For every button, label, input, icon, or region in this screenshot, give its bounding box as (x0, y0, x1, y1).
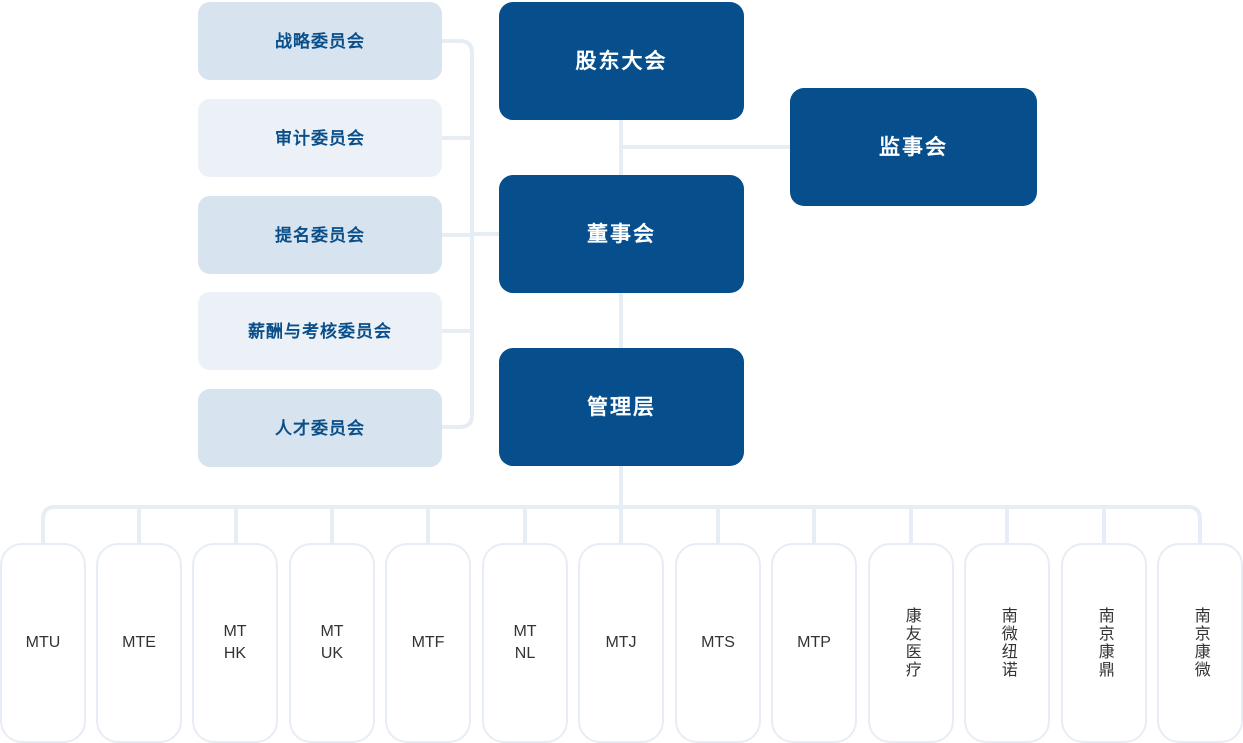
committee-label: 薪酬与考核委员会 (248, 321, 392, 341)
subsidiary-box-mtu[interactable]: MTU (0, 543, 86, 743)
subsidiary-box-mtp[interactable]: MTP (771, 543, 857, 743)
subsidiary-label: MTP (797, 634, 831, 652)
subsidiary-label: MT HK (223, 623, 247, 662)
committee-box-audit[interactable]: 审计委员会 (198, 99, 442, 177)
subsidiary-label: MTS (701, 634, 735, 652)
subsidiary-label: MTE (122, 634, 156, 652)
subsidiary-label: MTU (25, 634, 61, 652)
subsidiary-box-mts[interactable]: MTS (675, 543, 761, 743)
subsidiary-box-mte[interactable]: MTE (96, 543, 182, 743)
committee-box-compensation-appraisal[interactable]: 薪酬与考核委员会 (198, 292, 442, 370)
subsidiary-label: 康友医疗 (902, 607, 920, 679)
committee-label: 人才委员会 (275, 418, 365, 438)
gov-box-label: 董事会 (587, 222, 656, 246)
subsidiary-box-mthk[interactable]: MT HK (192, 543, 278, 743)
committee-label: 提名委员会 (275, 225, 365, 245)
gov-box-board-of-directors[interactable]: 董事会 (499, 175, 744, 293)
committee-box-nomination[interactable]: 提名委员会 (198, 196, 442, 274)
subsidiary-box-mtnl[interactable]: MT NL (482, 543, 568, 743)
committee-box-talent[interactable]: 人才委员会 (198, 389, 442, 467)
gov-box-label: 监事会 (879, 135, 948, 159)
subsidiary-box-nanjing-kangding[interactable]: 南京康鼎 (1061, 543, 1147, 743)
subsidiary-box-kangyou-medical[interactable]: 康友医疗 (868, 543, 954, 743)
subsidiary-box-nanwei-niunuo[interactable]: 南微纽诺 (964, 543, 1050, 743)
subsidiary-box-mtj[interactable]: MTJ (578, 543, 664, 743)
committee-label: 战略委员会 (275, 31, 365, 51)
subsidiary-label: MTJ (605, 634, 637, 652)
gov-box-supervisory-board[interactable]: 监事会 (790, 88, 1037, 206)
subsidiary-box-mtf[interactable]: MTF (385, 543, 471, 743)
gov-box-label: 股东大会 (575, 49, 668, 73)
gov-box-label: 管理层 (587, 395, 656, 419)
subsidiary-label: 南京康鼎 (1095, 607, 1113, 679)
subsidiary-label: MT UK (320, 623, 344, 662)
subsidiary-label: 南京康微 (1191, 607, 1209, 679)
subsidiary-label: 南微纽诺 (998, 607, 1016, 679)
committee-label: 审计委员会 (275, 128, 365, 148)
subsidiary-box-mtuk[interactable]: MT UK (289, 543, 375, 743)
gov-box-shareholders-meeting[interactable]: 股东大会 (499, 2, 744, 120)
subsidiary-label: MTF (411, 634, 445, 652)
subsidiary-label: MT NL (513, 623, 537, 662)
gov-box-management[interactable]: 管理层 (499, 348, 744, 466)
committee-box-strategy[interactable]: 战略委员会 (198, 2, 442, 80)
subsidiary-box-nanjing-kangwei[interactable]: 南京康微 (1157, 543, 1243, 743)
